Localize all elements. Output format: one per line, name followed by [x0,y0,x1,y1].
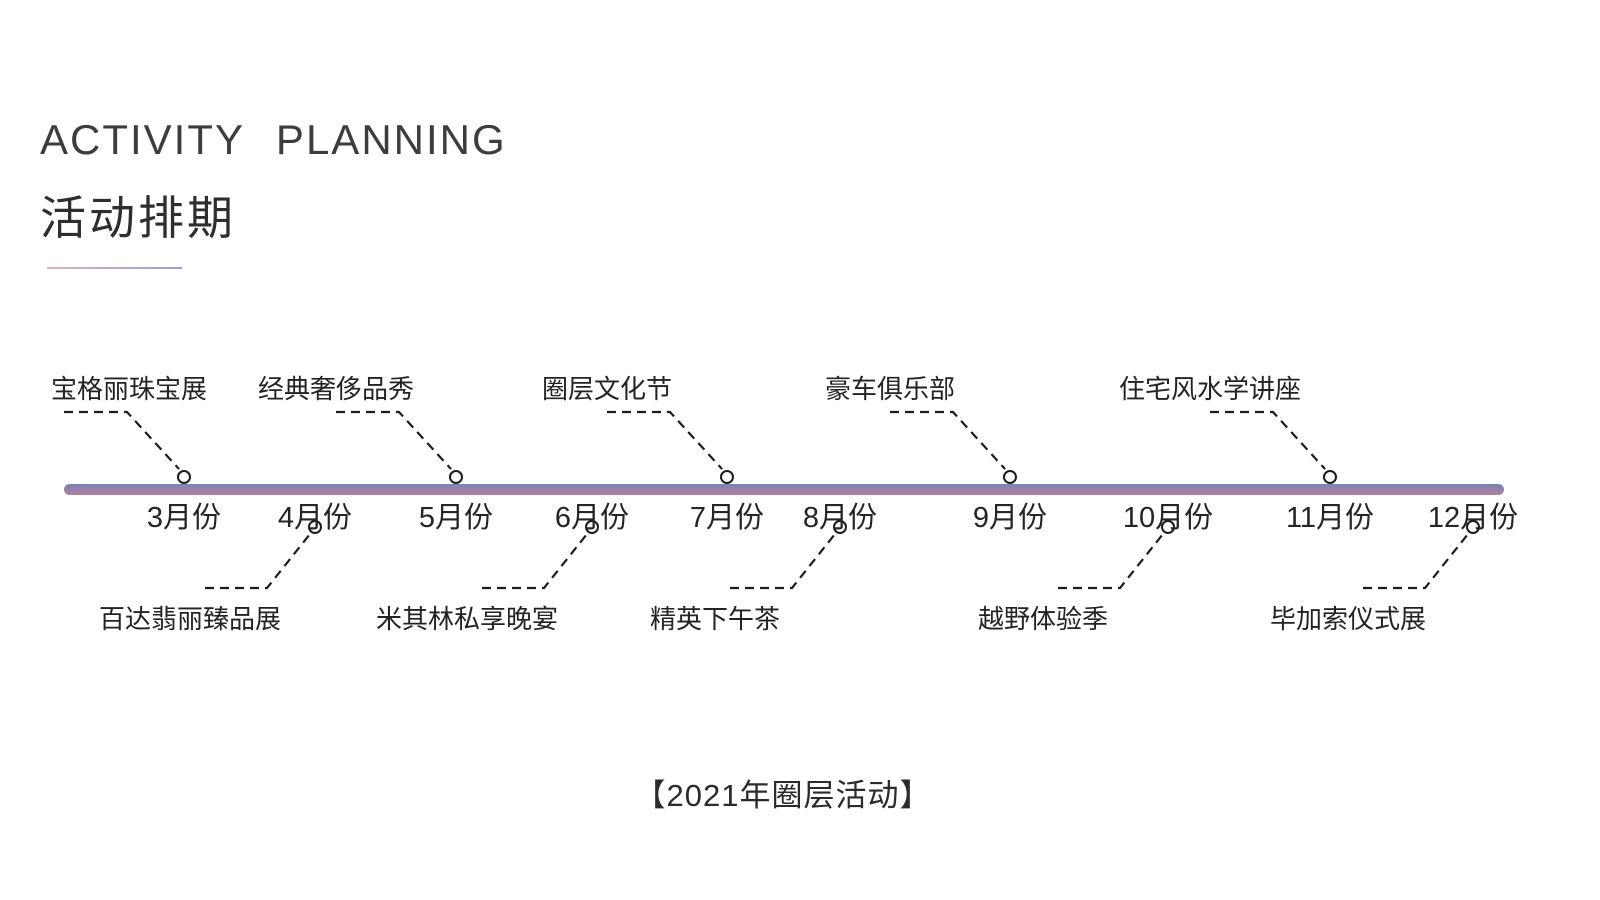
month-label: 6月份 [554,502,630,534]
event-label: 百达翡丽臻品展 [98,604,281,634]
page-title-zh: 活动排期 [40,192,236,244]
month-label: 10月份 [1122,502,1214,534]
month-label: 4月份 [277,502,353,534]
month-label: 5月份 [418,502,494,534]
title-divider-line [47,267,182,269]
event-label: 豪车俱乐部 [824,374,955,404]
event-label: 越野体验季 [977,604,1108,634]
timeline-bar [64,484,1504,495]
month-label: 12月份 [1427,502,1519,534]
connector-line [607,410,723,470]
event-label: 精英下午茶 [649,604,780,634]
month-marker-dot [177,470,191,484]
month-label: 9月份 [972,502,1048,534]
event-label: 宝格丽珠宝展 [50,374,207,404]
connector-line [336,410,452,470]
month-label: 11月份 [1285,502,1375,534]
connector-line [1058,533,1164,590]
event-label: 圈层文化节 [541,374,672,404]
footer-caption: 【2021年圈层活动】 [634,778,932,813]
connector-line [890,410,1006,470]
event-label: 米其林私享晚宴 [375,604,558,634]
month-label: 7月份 [689,502,765,534]
event-label: 毕加索仪式展 [1269,604,1426,634]
month-label: 3月份 [146,502,222,534]
month-label: 8月份 [802,502,878,534]
connector-line [1210,410,1326,470]
connector-line [1363,533,1469,590]
connector-line [205,533,311,590]
page-title-en: ACTIVITY PLANNING [40,116,507,163]
connector-line [482,533,588,590]
month-marker-dot [449,470,463,484]
event-label: 住宅风水学讲座 [1118,374,1301,404]
month-marker-dot [1003,470,1017,484]
event-label: 经典奢侈品秀 [257,374,414,404]
connector-line [64,410,180,470]
connector-line [730,533,836,590]
month-marker-dot [1323,470,1337,484]
month-marker-dot [720,470,734,484]
